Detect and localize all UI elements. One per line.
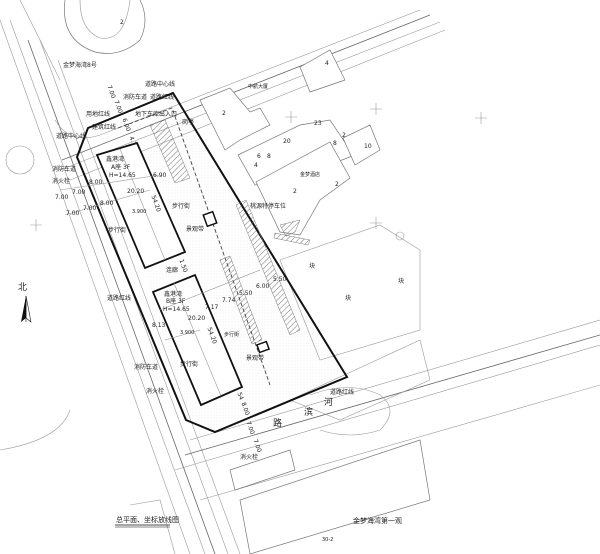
- viewing-kiosk-a: [202, 210, 218, 228]
- svg-text:4.7: 4.7: [127, 135, 137, 147]
- svg-text:8.00: 8.00: [89, 179, 103, 186]
- svg-text:消火栓: 消火栓: [240, 453, 258, 461]
- svg-text:A座 3F: A座 3F: [111, 163, 131, 171]
- svg-text:道路红线: 道路红线: [107, 294, 131, 302]
- svg-text:8.00: 8.00: [100, 200, 114, 207]
- neighbor-labels: 金梦海湾8号 2 4 中航大厦 2 20 23 6 8 4 8 2 10 金梦酒…: [63, 19, 404, 543]
- svg-text:H=14.65: H=14.65: [163, 306, 190, 313]
- svg-text:8: 8: [333, 140, 337, 147]
- svg-text:步行街: 步行街: [224, 331, 239, 338]
- svg-text:步行街: 步行街: [172, 202, 190, 210]
- svg-text:H=14.65: H=14.65: [109, 172, 136, 179]
- svg-text:中航大厦: 中航大厦: [248, 83, 268, 90]
- svg-text:步行街: 步行街: [180, 360, 198, 368]
- svg-text:地下车库出入口: 地下车库出入口: [135, 110, 177, 118]
- svg-text:鑫港湾: 鑫港湾: [106, 155, 124, 163]
- svg-text:6.90: 6.90: [153, 172, 167, 179]
- site-boundary: [75, 91, 349, 434]
- svg-text:块: 块: [309, 262, 315, 270]
- road-labels: 道路中心线 道路红线 消防车道 用地红线 建筑红线 道路中心线 地下车库出入口 …: [52, 80, 354, 461]
- svg-text:消防车道: 消防车道: [134, 363, 158, 371]
- svg-text:4: 4: [254, 162, 258, 169]
- svg-text:7.00: 7.00: [112, 99, 123, 114]
- svg-text:7.00: 7.00: [55, 194, 69, 201]
- svg-text:7.17: 7.17: [205, 304, 219, 311]
- svg-text:金梦酒店: 金梦酒店: [300, 171, 320, 178]
- svg-text:鑫港湾: 鑫港湾: [164, 290, 182, 298]
- svg-text:8: 8: [267, 153, 271, 160]
- svg-text:连廊: 连廊: [166, 266, 178, 274]
- svg-text:道路红线: 道路红线: [150, 93, 174, 101]
- svg-text:7.74: 7.74: [222, 297, 236, 304]
- svg-text:10: 10: [364, 143, 372, 150]
- building-a[interactable]: [95, 141, 187, 270]
- round-building: [5, 0, 405, 241]
- svg-text:块: 块: [345, 294, 351, 302]
- svg-text:2: 2: [222, 110, 226, 117]
- svg-text:7.00: 7.00: [105, 84, 116, 99]
- svg-text:20.20: 20.20: [188, 315, 205, 322]
- svg-text:2: 2: [335, 181, 339, 188]
- svg-text:道路中心线: 道路中心线: [145, 80, 175, 88]
- svg-text:金梦海湾第一观: 金梦海湾第一观: [353, 516, 402, 525]
- svg-text:7.00: 7.00: [66, 210, 80, 217]
- svg-text:3.900: 3.900: [132, 209, 146, 215]
- svg-text:20: 20: [283, 138, 291, 145]
- svg-text:23: 23: [314, 120, 322, 127]
- site-labels: 步行街 连廊 景观带 景观带 步行街: [166, 202, 264, 362]
- svg-text:道路红线: 道路红线: [330, 388, 354, 396]
- svg-text:1.50: 1.50: [177, 258, 188, 273]
- svg-text:用地红线: 用地红线: [86, 110, 110, 118]
- svg-text:3.900: 3.900: [180, 330, 194, 336]
- svg-text:6: 6: [257, 153, 261, 160]
- svg-text:8.00: 8.00: [239, 401, 250, 416]
- svg-text:4: 4: [325, 60, 329, 67]
- svg-text:6.00: 6.00: [256, 283, 270, 290]
- svg-text:路: 路: [273, 417, 282, 429]
- svg-text:总平面、坐标放线图: 总平面、坐标放线图: [116, 515, 179, 524]
- svg-text:7.00: 7.00: [244, 420, 255, 435]
- svg-text:5.50: 5.50: [239, 290, 253, 297]
- svg-text:消火栓: 消火栓: [52, 177, 70, 185]
- svg-text:7.00: 7.00: [72, 189, 86, 196]
- svg-text:30-2: 30-2: [322, 537, 333, 543]
- svg-text:6.00: 6.00: [120, 117, 131, 132]
- svg-text:步行街: 步行街: [108, 226, 126, 234]
- binhe-road: [174, 319, 600, 501]
- svg-text:北: 北: [18, 282, 27, 293]
- svg-text:消防车道: 消防车道: [52, 165, 76, 173]
- svg-text:河: 河: [324, 396, 333, 408]
- svg-text:景观带: 景观带: [186, 225, 204, 233]
- svg-text:道路中心线: 道路中心线: [56, 132, 86, 140]
- svg-text:5.50: 5.50: [273, 276, 287, 283]
- dimension-lines: [59, 174, 261, 341]
- svg-text:桃源特停车位: 桃源特停车位: [250, 202, 286, 210]
- svg-text:建筑红线: 建筑红线: [92, 123, 116, 131]
- svg-text:7.00: 7.00: [251, 438, 262, 453]
- svg-text:2: 2: [120, 19, 124, 26]
- svg-text:消火栓: 消火栓: [146, 387, 164, 395]
- svg-text:54: 54: [235, 391, 244, 401]
- svg-text:2: 2: [293, 188, 297, 195]
- svg-text:消防车道: 消防车道: [123, 93, 147, 101]
- svg-text:B座 3F: B座 3F: [166, 297, 186, 305]
- grid-crosshairs: [30, 103, 487, 231]
- dimension-labels: 7.00 7.00 8.00 7.00 7.00 8.00 7.00 7.00 …: [55, 84, 287, 453]
- svg-text:8.13: 8.13: [152, 322, 166, 329]
- svg-text:景观带: 景观带: [246, 354, 264, 362]
- svg-text:7.00: 7.00: [83, 205, 97, 212]
- drawing-title: 总平面、坐标放线图: [115, 515, 179, 528]
- svg-text:2: 2: [342, 132, 346, 139]
- neighbor-buildings: [0, 49, 431, 554]
- svg-text:滨: 滨: [304, 406, 313, 418]
- svg-text:金梦海湾8号: 金梦海湾8号: [63, 61, 97, 69]
- svg-text:块: 块: [398, 277, 404, 285]
- parking-stalls: [149, 119, 301, 345]
- north-arrow: 北: [18, 282, 32, 323]
- viewing-kiosk-b: [255, 340, 271, 354]
- svg-text:岗亭: 岗亭: [182, 118, 194, 126]
- svg-text:20.20: 20.20: [127, 188, 144, 195]
